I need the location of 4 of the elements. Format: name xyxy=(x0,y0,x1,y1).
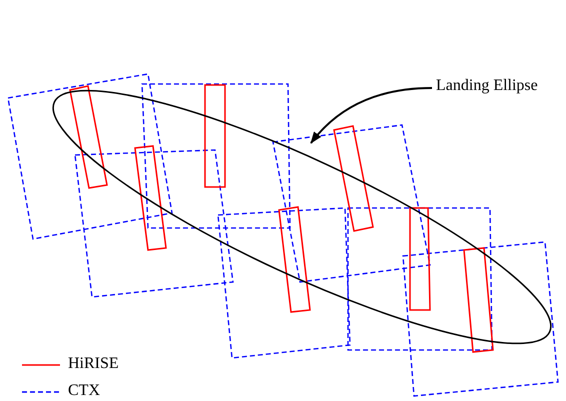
legend-label: HiRISE xyxy=(68,355,119,373)
callout-label: Landing Ellipse xyxy=(436,77,538,95)
leader-arrow xyxy=(310,87,432,144)
legend-label: CTX xyxy=(68,382,100,400)
